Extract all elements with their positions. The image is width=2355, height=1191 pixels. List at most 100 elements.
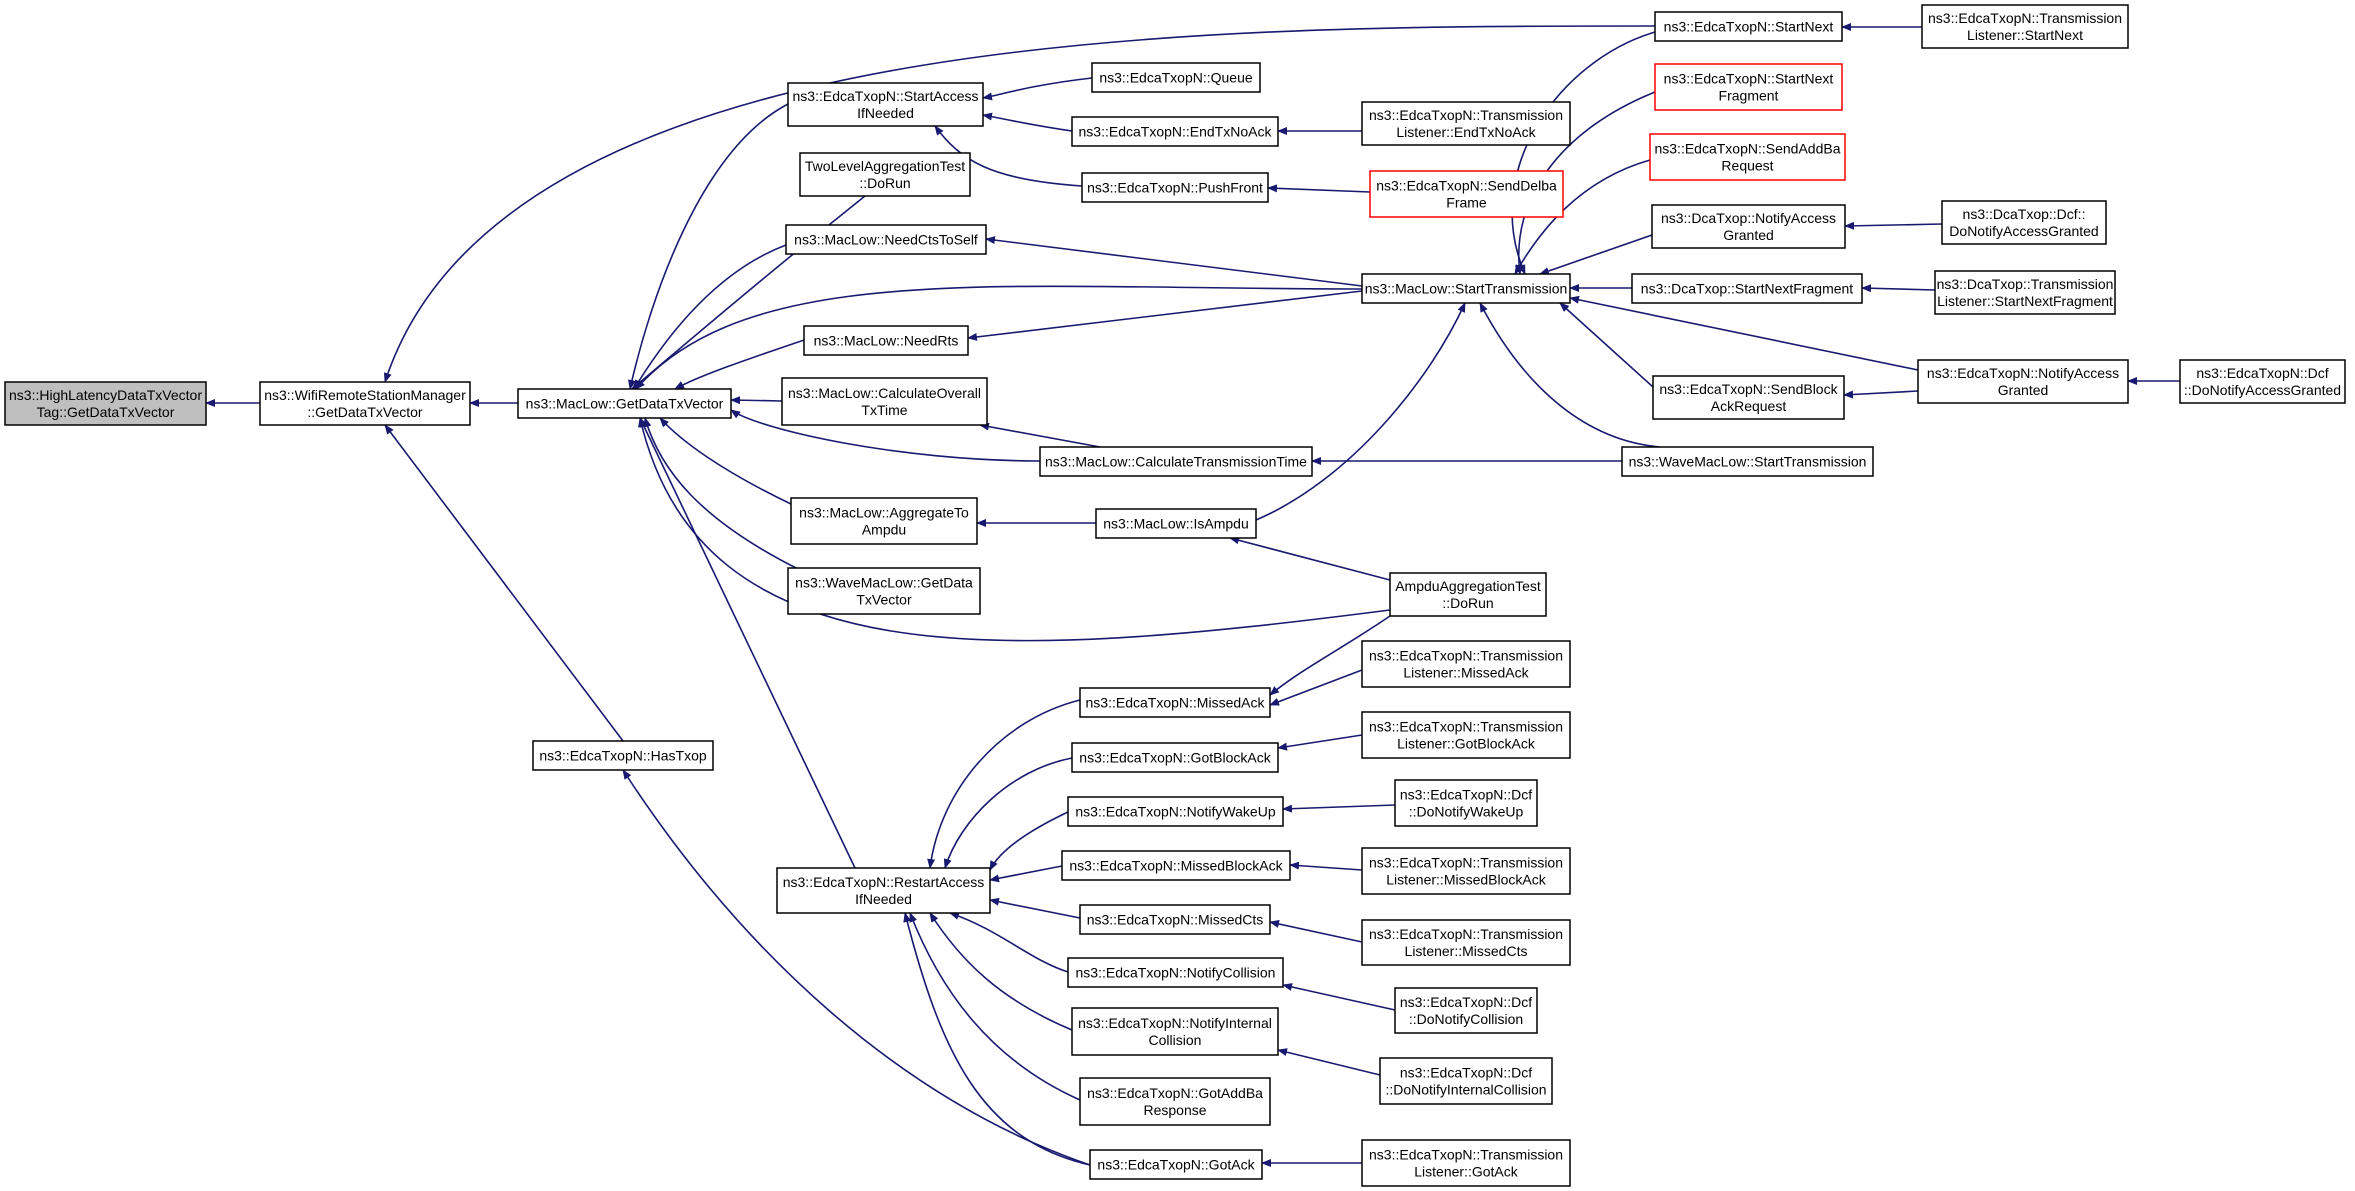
node-box (1654, 11, 1843, 42)
node-dca_snf[interactable]: ns3::DcaTxop::StartNextFragment (1631, 273, 1863, 304)
node-label-line: Granted (1998, 382, 2049, 398)
node-label-line: Frame (1446, 195, 1487, 211)
node-dca_dcf[interactable]: ns3::DcaTxop::Dcf::DoNotifyAccessGranted (1941, 200, 2107, 245)
node-gotack[interactable]: ns3::EdcaTxopN::GotAck (1089, 1149, 1263, 1180)
edge-calctx-to-calcoverall (979, 422, 1101, 448)
node-box (1091, 62, 1261, 93)
node-wrsm[interactable]: ns3::WifiRemoteStationManager::GetDataTx… (259, 381, 471, 426)
node-edca_notify[interactable]: ns3::EdcaTxopN::NotifyAccessGranted (1917, 359, 2129, 404)
node-box (1649, 133, 1846, 181)
node-label-line: Listener::StartNext (1967, 27, 2083, 43)
node-box (1941, 200, 2107, 245)
node-label-line: ::DoNotifyAccessGranted (2184, 382, 2341, 398)
node-label-line: ::DoRun (1442, 595, 1493, 611)
node-label-line: ns3::MacLow::CalculateTransmissionTime (1045, 454, 1307, 470)
edge-dca_notify-to-starttx (1539, 234, 1653, 275)
edge-dcf_wake-to-notifywake (1282, 804, 1396, 813)
node-tl_endtxnoack[interactable]: ns3::EdcaTxopN::TransmissionListener::En… (1361, 101, 1571, 146)
node-label-line: ns3::EdcaTxopN::StartNext (1664, 19, 1834, 35)
node-needcts[interactable]: ns3::MacLow::NeedCtsToSelf (785, 224, 987, 255)
edge-needcts-to-mlgdtv (633, 244, 787, 390)
node-gotblockack[interactable]: ns3::EdcaTxopN::GotBlockAck (1071, 742, 1279, 773)
node-starttx[interactable]: ns3::MacLow::StartTransmission (1361, 273, 1571, 304)
node-box (1651, 204, 1846, 249)
node-edca_dcf[interactable]: ns3::EdcaTxopN::Dcf::DoNotifyAccessGrant… (2179, 359, 2346, 404)
node-hastxop[interactable]: ns3::EdcaTxopN::HasTxop (532, 740, 714, 771)
edge-wave_gdtv-to-mlgdtv (643, 417, 801, 571)
node-missedcts[interactable]: ns3::EdcaTxopN::MissedCts (1079, 904, 1271, 935)
node-label-line: ns3::MacLow::AggregateTo (799, 505, 969, 521)
node-tl_missedcts[interactable]: ns3::EdcaTxopN::TransmissionListener::Mi… (1361, 919, 1571, 966)
edge-gotaddba-to-restart (909, 912, 1081, 1101)
node-wave_st[interactable]: ns3::WaveMacLow::StartTransmission (1621, 446, 1874, 477)
node-label-line: ns3::MacLow::IsAmpdu (1103, 516, 1249, 532)
edge-gotack-to-hastxop (622, 769, 1091, 1166)
node-label-line: ns3::WaveMacLow::StartTransmission (1629, 454, 1867, 470)
node-tl_startnext[interactable]: ns3::EdcaTxopN::TransmissionListener::St… (1921, 4, 2129, 49)
node-box (1071, 1007, 1279, 1056)
edge-starttx-to-needrts (967, 290, 1363, 341)
node-mlgdtv[interactable]: ns3::MacLow::GetDataTxVector (517, 388, 732, 419)
node-wave_gdtv[interactable]: ns3::WaveMacLow::GetDataTxVector (787, 567, 981, 615)
node-label-line: ns3::EdcaTxopN::GotAck (1097, 1157, 1255, 1173)
node-tl_gotblockack[interactable]: ns3::EdcaTxopN::TransmissionListener::Go… (1361, 711, 1571, 759)
edges-layer (205, 23, 2180, 1167)
node-label-line: Listener::MissedAck (1403, 665, 1529, 681)
edge-dcf_int-to-notifyint (1277, 1048, 1381, 1076)
node-label-line: IfNeeded (857, 105, 914, 121)
node-root[interactable]: ns3::HighLatencyDataTxVectorTag::GetData… (4, 381, 207, 426)
edge-ampdutest-to-mlgdtv (638, 417, 1391, 642)
node-ampdutest[interactable]: AmpduAggregationTest::DoRun (1389, 572, 1547, 617)
edge-ampdutest-to-isampdu (1229, 536, 1391, 581)
node-startnext[interactable]: ns3::EdcaTxopN::StartNext (1654, 11, 1843, 42)
node-needrts[interactable]: ns3::MacLow::NeedRts (803, 325, 969, 356)
node-tlagg[interactable]: TwoLevelAggregationTest::DoRun (799, 152, 971, 197)
edge-missedblockack-to-restart (989, 865, 1063, 883)
node-endtxnoack[interactable]: ns3::EdcaTxopN::EndTxNoAck (1071, 116, 1279, 147)
node-dcf_int[interactable]: ns3::EdcaTxopN::Dcf::DoNotifyInternalCol… (1379, 1057, 1553, 1105)
node-tl_gotack[interactable]: ns3::EdcaTxopN::TransmissionListener::Go… (1361, 1139, 1571, 1187)
node-dca_notify[interactable]: ns3::DcaTxop::NotifyAccessGranted (1651, 204, 1846, 249)
node-dcf_wake[interactable]: ns3::EdcaTxopN::Dcf::DoNotifyWakeUp (1394, 779, 1538, 827)
node-box (1061, 850, 1291, 881)
node-dca_tl_snf[interactable]: ns3::DcaTxop::TransmissionListener::Star… (1934, 270, 2116, 315)
node-missedblockack[interactable]: ns3::EdcaTxopN::MissedBlockAck (1061, 850, 1291, 881)
edge-notifyint-to-restart (929, 912, 1073, 1031)
node-tl_missedblockack[interactable]: ns3::EdcaTxopN::TransmissionListener::Mi… (1361, 847, 1571, 895)
node-isampdu[interactable]: ns3::MacLow::IsAmpdu (1095, 508, 1257, 539)
edge-isampdu-to-starttx (1255, 302, 1466, 521)
node-queue[interactable]: ns3::EdcaTxopN::Queue (1091, 62, 1261, 93)
node-missedack[interactable]: ns3::EdcaTxopN::MissedAck (1079, 687, 1271, 718)
node-notifywake[interactable]: ns3::EdcaTxopN::NotifyWakeUp (1067, 796, 1284, 827)
node-box (1067, 796, 1284, 827)
node-pushfront[interactable]: ns3::EdcaTxopN::PushFront (1081, 172, 1269, 203)
node-label-line: AmpduAggregationTest (1395, 578, 1541, 594)
node-dcf_coll[interactable]: ns3::EdcaTxopN::Dcf::DoNotifyCollision (1394, 987, 1538, 1034)
node-label-line: ns3::EdcaTxopN::HasTxop (539, 748, 707, 764)
node-label-line: ns3::EdcaTxopN::Dcf (1400, 1065, 1532, 1081)
node-notifycoll[interactable]: ns3::EdcaTxopN::NotifyCollision (1067, 957, 1284, 988)
node-box (1067, 957, 1284, 988)
node-box (1361, 711, 1571, 759)
node-label-line: Listener::MissedBlockAck (1386, 872, 1547, 888)
node-calctx[interactable]: ns3::MacLow::CalculateTransmissionTime (1039, 446, 1313, 477)
node-label-line: ns3::EdcaTxopN::SendBlock (1659, 381, 1838, 397)
node-notifyint[interactable]: ns3::EdcaTxopN::NotifyInternalCollision (1071, 1007, 1279, 1056)
edge-needrts-to-mlgdtv (674, 339, 805, 390)
node-label-line: ns3::EdcaTxopN::SendAddBa (1654, 141, 1840, 157)
node-label-line: ns3::WifiRemoteStationManager (264, 387, 466, 403)
node-startnextfrag[interactable]: ns3::EdcaTxopN::StartNextFragment (1654, 63, 1843, 111)
node-tl_missedack[interactable]: ns3::EdcaTxopN::TransmissionListener::Mi… (1361, 640, 1571, 688)
edge-startaccess-to-mlgdtv (628, 103, 789, 390)
node-label-line: ns3::HighLatencyDataTxVector (9, 387, 202, 403)
node-box (1095, 508, 1257, 539)
node-label-line: ns3::EdcaTxopN::Transmission (1369, 855, 1563, 871)
